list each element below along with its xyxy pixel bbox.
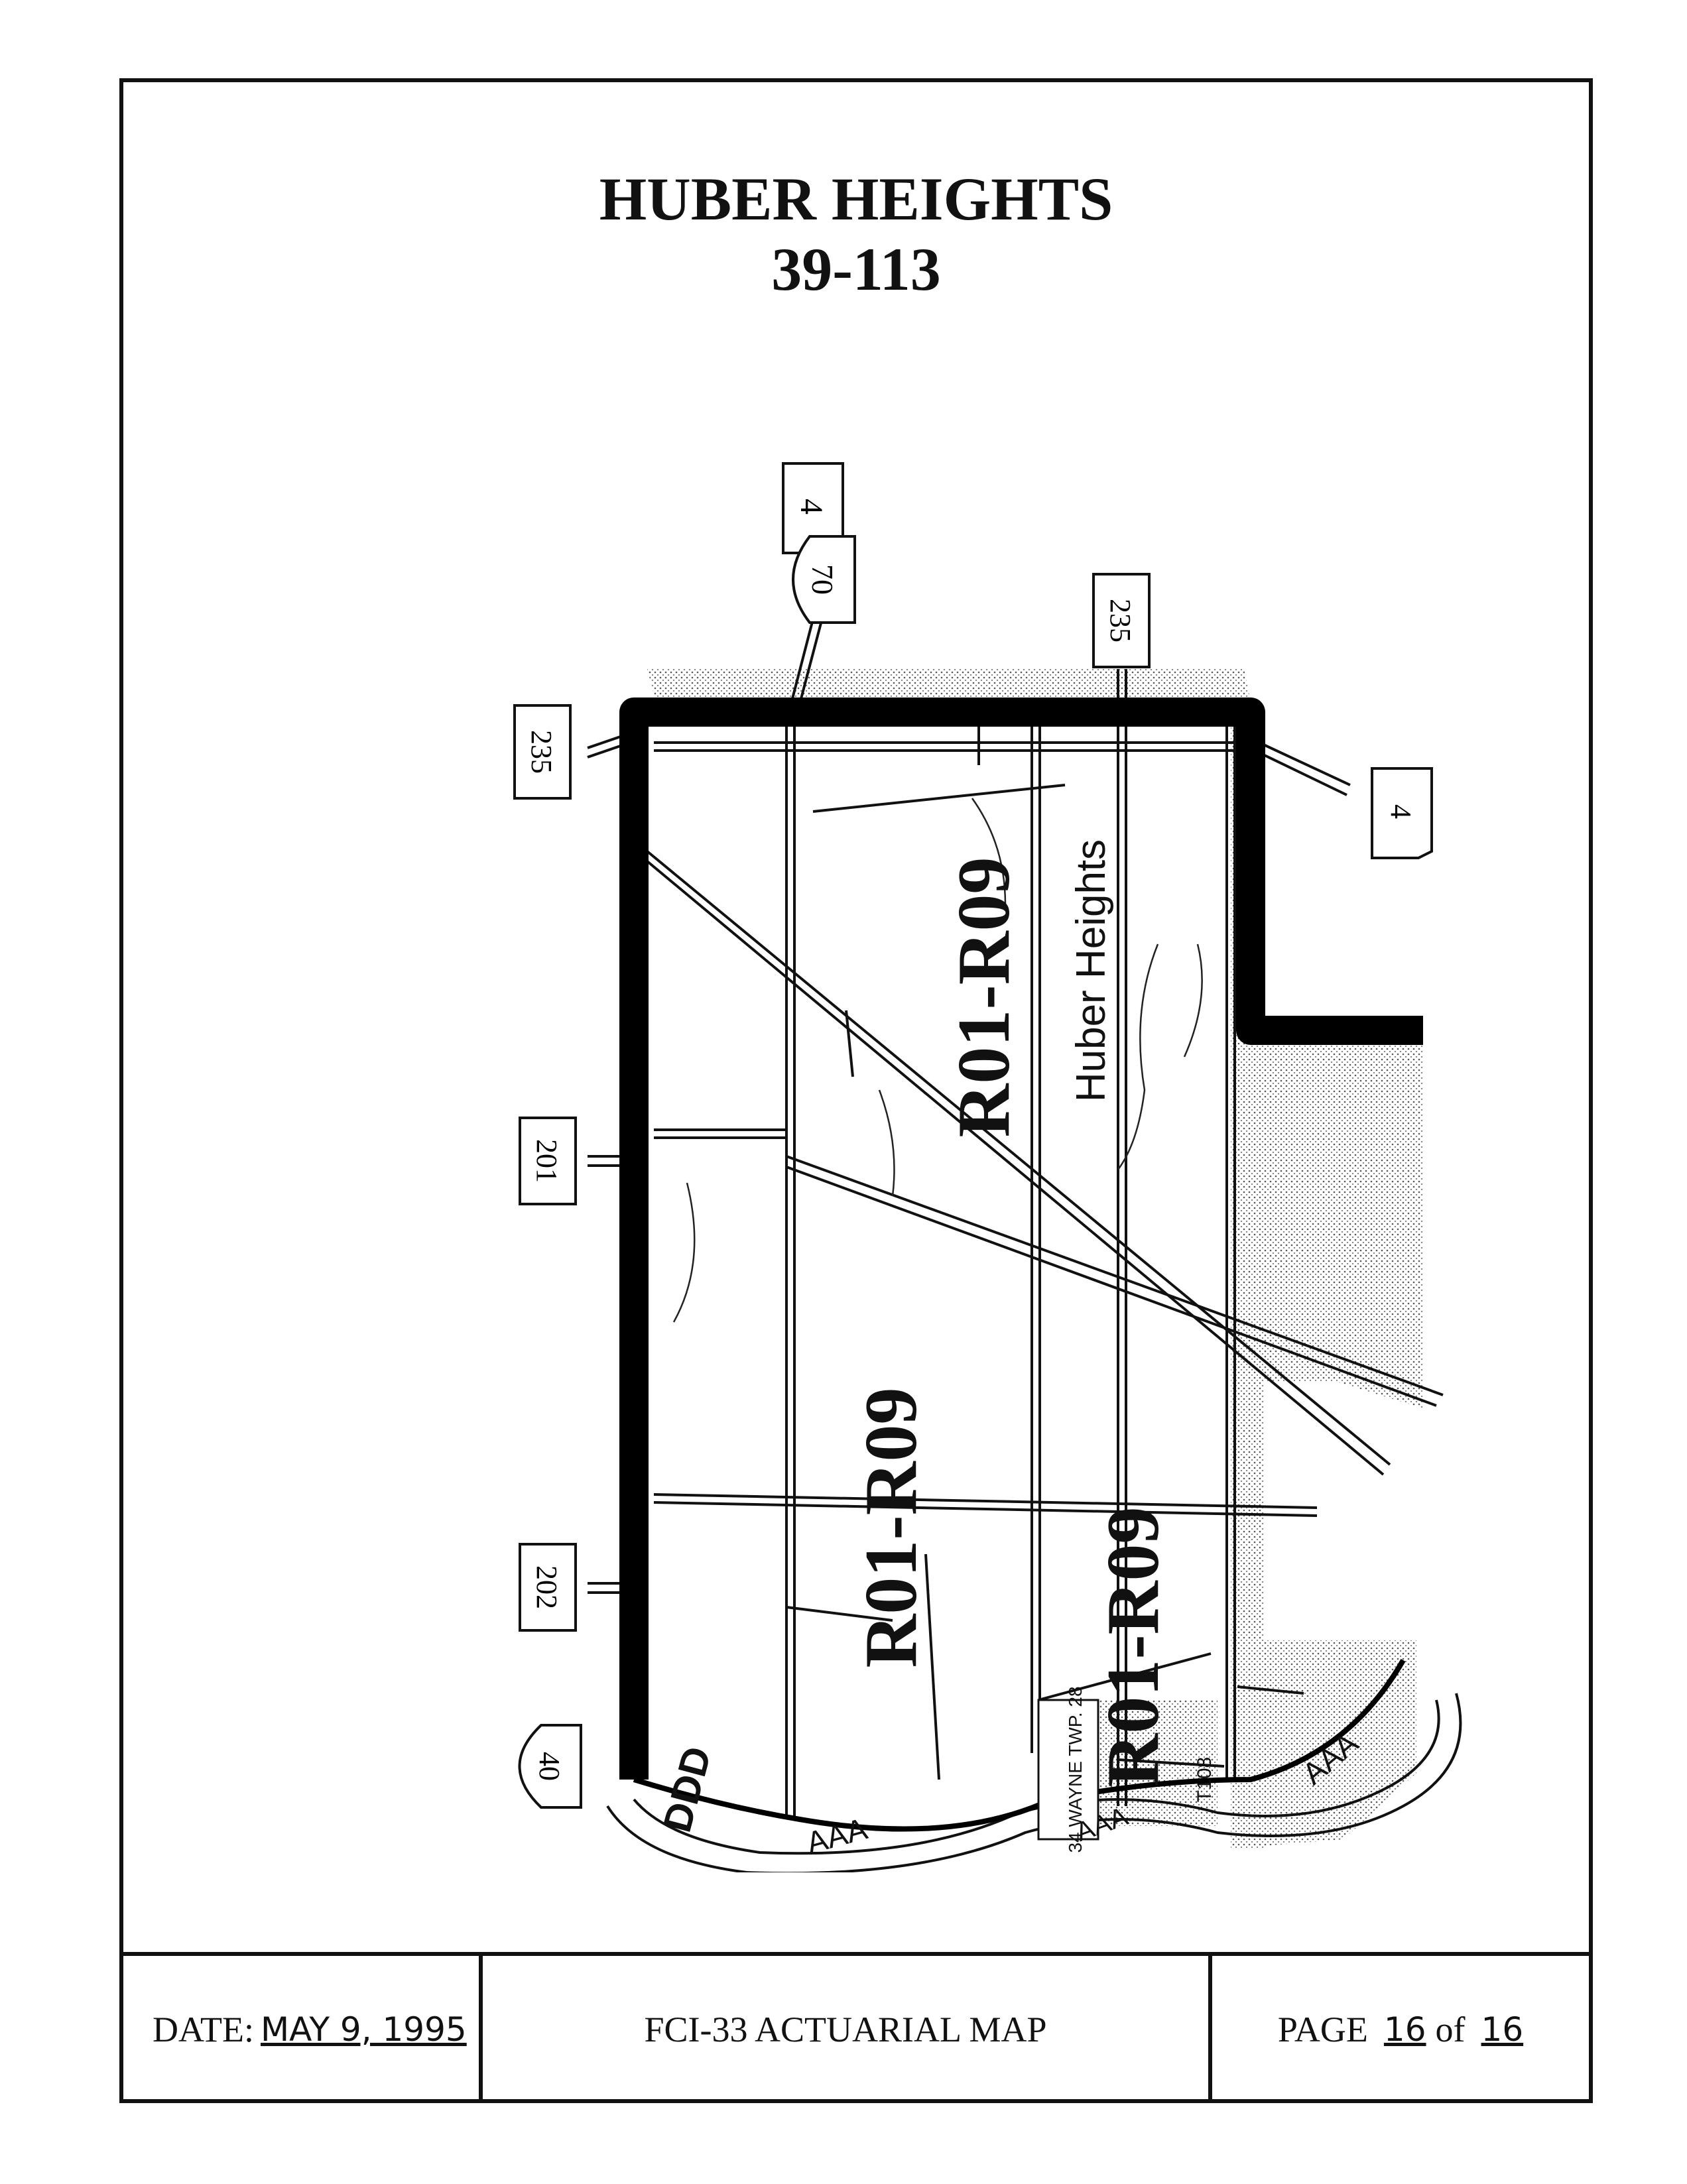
date-label: DATE: <box>153 2010 254 2049</box>
community-boundary <box>619 698 1423 1780</box>
township-code: T108 <box>1194 1757 1216 1802</box>
route-shield-235-north: 235 <box>1092 573 1151 668</box>
footer: DATE: MAY 9, 1995 FCI-33 ACTUARIAL MAP P… <box>123 1952 1589 2103</box>
map-drawing: 4 70 235 235 4 201 202 40 <box>513 462 1462 1872</box>
page-label: PAGE <box>1277 2010 1368 2049</box>
zone-label-south: R01-R09 <box>1092 1506 1174 1787</box>
svg-text:202: 202 <box>531 1565 563 1609</box>
route-shield-201: 201 <box>519 1117 577 1205</box>
township-label: 34 WAYNE TWP. 28 <box>1065 1686 1086 1852</box>
page-total: 16 <box>1481 2010 1524 2049</box>
route-shield-40: 40 <box>518 1724 582 1809</box>
map-title: HUBER HEIGHTS <box>599 165 1113 233</box>
svg-text:40: 40 <box>533 1752 566 1781</box>
svg-text:235: 235 <box>1104 599 1137 642</box>
date-value: MAY 9, 1995 <box>260 2010 467 2049</box>
township-box <box>1037 1699 1099 1841</box>
community-number: 39-113 <box>771 235 941 303</box>
page-cell: PAGE 16 of 16 <box>1208 1956 1589 2103</box>
zone-label-north: R01-R09 <box>943 857 1025 1137</box>
boundary-mark-ddd: DDD <box>655 1742 719 1837</box>
route-shield-235-west: 235 <box>513 704 572 800</box>
route-shield-202: 202 <box>519 1543 577 1632</box>
map-name-cell: FCI-33 ACTUARIAL MAP <box>479 1956 1208 2103</box>
route-shield-70: 70 <box>792 535 856 624</box>
boundary-mark-aaa-1: AAA <box>803 1811 871 1860</box>
streams <box>672 798 1203 1323</box>
road-network <box>646 705 1444 1819</box>
place-label-huber-heights: Huber Heights <box>1068 839 1114 1102</box>
map-name: FCI-33 ACTUARIAL MAP <box>644 2010 1047 2049</box>
page-of: of <box>1435 2010 1466 2049</box>
date-cell: DATE: MAY 9, 1995 <box>123 1956 479 2103</box>
svg-text:4: 4 <box>1385 804 1417 819</box>
map-frame: HUBER HEIGHTS 39-113 <box>119 78 1593 2103</box>
svg-text:70: 70 <box>806 564 840 595</box>
page-number: 16 <box>1383 2010 1426 2049</box>
route-shield-4-east: 4 <box>1371 767 1433 859</box>
zone-label-west: R01-R09 <box>850 1387 932 1668</box>
svg-text:201: 201 <box>531 1139 563 1183</box>
svg-text:4: 4 <box>794 499 829 515</box>
svg-text:235: 235 <box>525 730 558 774</box>
